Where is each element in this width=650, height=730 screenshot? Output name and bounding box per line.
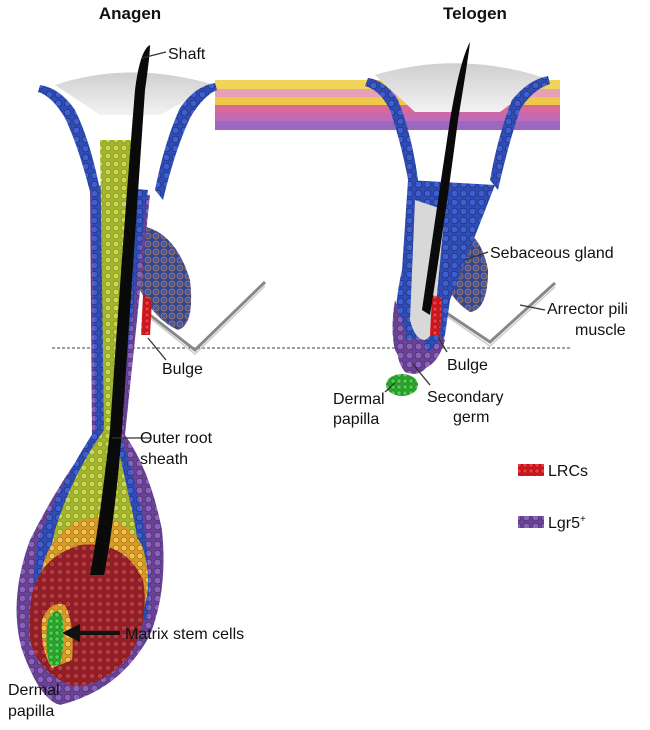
matrix-stem-arrow xyxy=(62,624,120,642)
telogen-arrector-muscle xyxy=(444,281,557,344)
legend: LRCs Lgr5+ xyxy=(518,463,588,532)
anagen-bulge-lrc xyxy=(141,295,152,335)
telogen-bulge-lrc xyxy=(430,295,442,335)
telogen-dermal-papilla xyxy=(386,374,418,396)
telogen-secondary-germ xyxy=(397,338,429,374)
anagen-arrector-muscle xyxy=(149,280,267,352)
dermal-papilla-telogen-label-line1: Dermal xyxy=(333,391,385,408)
legend-label-lrc: LRCs xyxy=(548,463,588,480)
sebaceous-gland-label: Sebaceous gland xyxy=(490,245,614,262)
dermal-papilla-anagen-label-line2: papilla xyxy=(8,703,54,720)
arrector-pili-label-line1: Arrector pili xyxy=(547,301,628,318)
legend-swatch-lrc xyxy=(518,464,544,476)
legend-swatch-lgr5 xyxy=(518,516,544,528)
shaft-label: Shaft xyxy=(168,46,206,63)
arrector-pili-label-line2: muscle xyxy=(575,322,626,339)
telogen-title: Telogen xyxy=(443,4,507,23)
telogen-hair-shaft xyxy=(422,42,470,315)
anagen-inner-root-sheath xyxy=(48,140,141,600)
secondary-germ-label-line2: germ xyxy=(453,409,489,426)
legend-lgr5-name: Lgr5 xyxy=(548,515,580,532)
bulge-telogen-label: Bulge xyxy=(447,357,488,374)
dermal-papilla-telogen-label-line2: papilla xyxy=(333,411,379,428)
anagen-title: Anagen xyxy=(99,4,161,23)
secondary-germ-label-line1: Secondary xyxy=(427,389,504,406)
anagen-hair-shaft xyxy=(90,45,150,575)
anagen-follicle xyxy=(16,45,267,705)
outer-root-sheath-label-line2: sheath xyxy=(140,451,188,468)
legend-lgr5-superscript: + xyxy=(580,514,586,525)
dermal-papilla-anagen-label-line1: Dermal xyxy=(8,682,60,699)
matrix-stem-cells-label: Matrix stem cells xyxy=(125,626,244,643)
leader-lines xyxy=(112,51,546,439)
legend-label-lgr5: Lgr5+ xyxy=(548,514,586,532)
outer-root-sheath-label-line1: Outer root xyxy=(140,430,213,447)
anagen-dermal-papilla xyxy=(46,611,64,665)
telogen-follicle xyxy=(365,42,557,396)
bulge-anagen-label: Bulge xyxy=(162,361,203,378)
